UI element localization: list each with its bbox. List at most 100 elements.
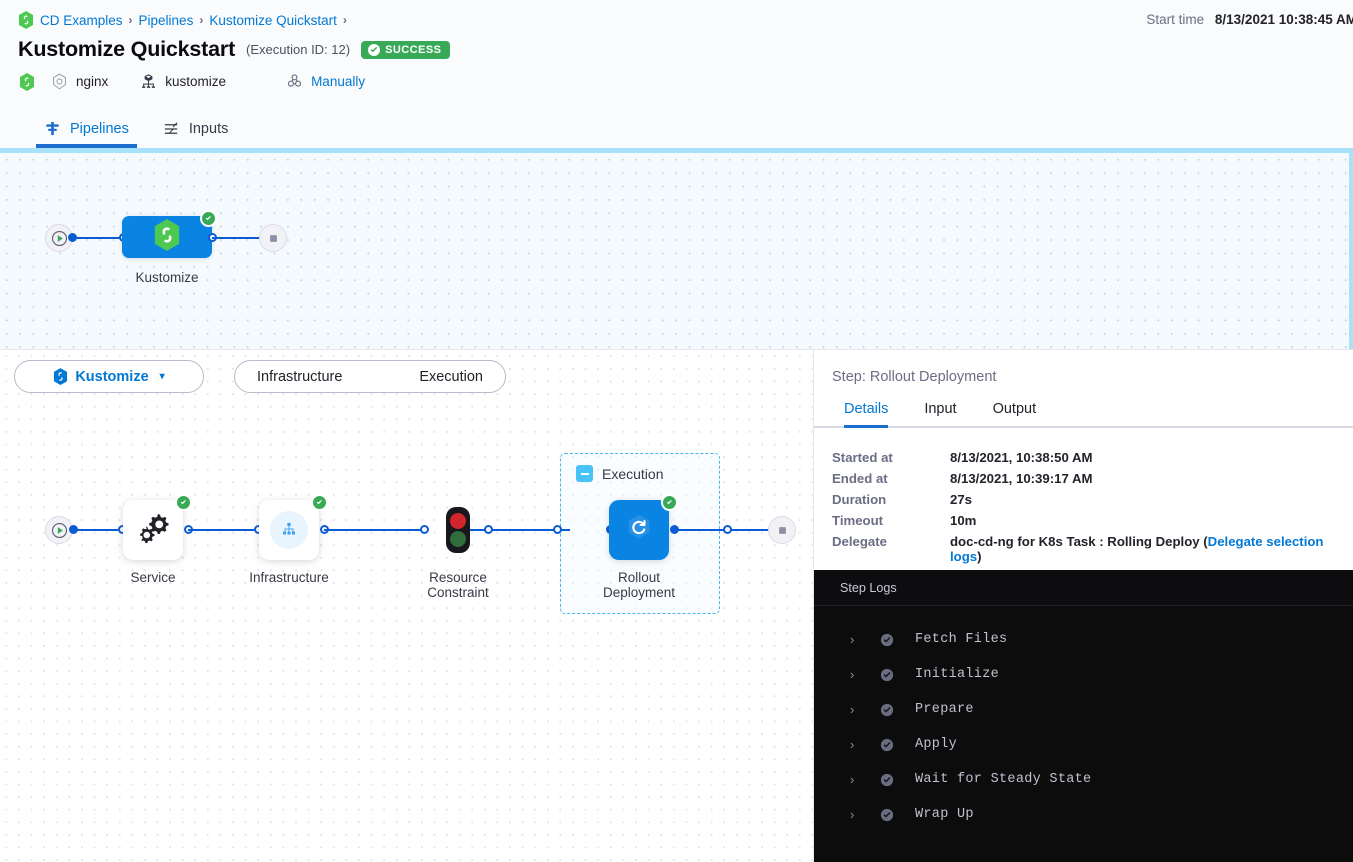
exec-start-node[interactable] [45,516,73,544]
delegate-selection-logs-link[interactable]: Delegate selection logs [950,534,1324,564]
exec-node-resource-constraint[interactable] [446,507,470,553]
stage-section-tabs: Infrastructure Execution [234,360,506,393]
pipeline-icon [44,120,61,137]
detail-row-timeout: Timeout 10m [832,513,1353,528]
detail-value: 8/13/2021, 10:39:17 AM [950,471,1093,486]
pipeline-canvas[interactable]: Kustomize [0,148,1353,350]
detail-row-ended-at: Ended at 8/13/2021, 10:39:17 AM [832,471,1353,486]
pipeline-edge-dot [68,233,77,242]
tab-input[interactable]: Input [924,401,957,417]
tab-execution[interactable]: Execution [419,368,483,385]
chevron-right-icon[interactable]: › [850,737,855,752]
exec-group-inport [553,525,562,534]
execution-group-label: Execution [602,465,664,482]
breadcrumb-item-kustomize-quickstart[interactable]: Kustomize Quickstart [209,12,337,28]
chevron-down-icon[interactable]: ▾ [159,371,165,382]
chevron-right-icon[interactable]: › [850,807,855,822]
harness-hex-icon [18,11,34,29]
exec-node-resource-constraint-label: Resource Constraint [427,570,489,600]
log-row[interactable]: › Wait for Steady State [814,762,1353,797]
chevron-right-icon[interactable]: › [850,702,855,717]
start-play-icon[interactable] [45,516,73,544]
stop-square-icon[interactable] [259,224,287,252]
meta-service-label: nginx [76,74,109,89]
page-header: CD Examples › Pipelines › Kustomize Quic… [0,0,1353,148]
tab-pipelines[interactable]: Pipelines [36,120,155,148]
log-row[interactable]: › Wrap Up [814,797,1353,832]
stage-status-success-icon [200,210,217,227]
breadcrumb-item-pipelines[interactable]: Pipelines [138,12,194,28]
exec-node-infrastructure-box[interactable] [259,500,319,560]
exec-edge-0 [73,529,118,531]
chevron-right-icon[interactable]: › [850,632,855,647]
status-badge-label: SUCCESS [385,43,442,56]
log-row-label: Wrap Up [915,807,974,822]
log-row[interactable]: › Prepare [814,692,1353,727]
stage-node-kustomize[interactable] [122,210,217,258]
stop-square-icon[interactable] [768,516,796,544]
log-row[interactable]: › Apply [814,727,1353,762]
execution-canvas[interactable]: Kustomize ▾ Infrastructure Execution Exe… [0,350,814,862]
breadcrumb-item-cd-examples[interactable]: CD Examples [40,12,123,28]
meta-item-project [18,72,35,91]
detail-row-delegate: Delegate doc-cd-ng for K8s Task : Rollin… [832,534,1353,564]
tab-details[interactable]: Details [830,401,910,428]
detail-value: 27s [950,492,973,507]
breadcrumb: CD Examples › Pipelines › Kustomize Quic… [0,0,1353,29]
exec-node-service-status-icon [175,494,192,511]
meta-item-environment: kustomize [140,73,226,90]
exec-end-node[interactable] [768,516,796,544]
log-row[interactable]: › Fetch Files [814,622,1353,657]
pipeline-end-node[interactable] [259,224,287,252]
exec-node-infrastructure-status-icon [311,494,328,511]
stage-selector-pill[interactable]: Kustomize ▾ [14,360,204,393]
tab-inputs[interactable]: Inputs [155,120,255,148]
detail-key: Timeout [832,513,884,528]
exec-node-inport [420,525,429,534]
step-logs-header: Step Logs [814,570,1353,606]
detail-tabs: Details Input Output [814,385,1353,428]
stage-selector-row: Kustomize ▾ Infrastructure Execution [14,360,506,393]
meta-item-trigger[interactable]: Manually [286,73,365,90]
stage-node-box[interactable] [122,216,212,258]
exec-node-service-label: Service [130,570,176,585]
log-status-success-icon [880,703,894,717]
traffic-lamp-red [450,512,466,529]
status-badge: SUCCESS [361,40,451,59]
exec-node-rollout-deployment[interactable] [609,494,678,560]
detail-value: doc-cd-ng for K8s Task : Rolling Deploy … [950,534,1353,564]
minus-icon[interactable] [576,465,593,482]
tab-inputs-label: Inputs [188,120,229,137]
log-status-success-icon [880,633,894,647]
stage-selector-label: Kustomize [75,368,149,385]
page-title: Kustomize Quickstart [18,37,236,61]
detail-value: 10m [950,513,977,528]
log-row[interactable]: › Initialize [814,657,1353,692]
breadcrumb-separator: › [199,13,204,27]
log-row-label: Fetch Files [915,632,1008,647]
meta-trigger-label[interactable]: Manually [311,74,366,89]
exec-node-service-box[interactable] [123,500,183,560]
detail-key: Ended at [832,471,888,486]
harness-hex-icon [18,72,35,91]
exec-node-rollout-deployment-label: Rollout Deployment [602,570,676,600]
tab-output[interactable]: Output [992,401,1037,417]
exec-node-rollout-deployment-box[interactable] [609,500,669,560]
detail-row-started-at: Started at 8/13/2021, 10:38:50 AM [832,450,1353,465]
lower-split: Kustomize ▾ Infrastructure Execution Exe… [0,350,1353,862]
exec-node-infrastructure[interactable] [259,494,328,560]
chevron-right-icon[interactable]: › [850,772,855,787]
detail-key: Duration [832,492,887,507]
tab-infrastructure[interactable]: Infrastructure [257,368,343,385]
delegate-text-suffix: ) [977,549,982,564]
inputs-icon [163,120,180,137]
traffic-lamp-green [450,531,466,548]
traffic-light-icon[interactable] [446,507,470,553]
step-logs-body[interactable]: › Fetch Files › Initialize [814,606,1353,832]
exec-node-infrastructure-label: Infrastructure [249,570,329,585]
breadcrumb-separator: › [128,13,133,27]
exec-node-service[interactable] [123,494,192,560]
exec-edge-1 [188,529,254,531]
chevron-right-icon[interactable]: › [850,667,855,682]
log-status-success-icon [880,738,894,752]
